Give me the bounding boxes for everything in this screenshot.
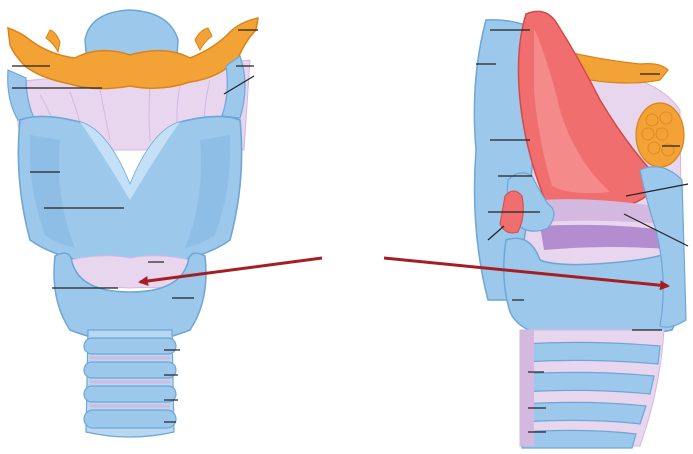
anterior-view [8,10,258,437]
hyoid-greater-horn-left [46,30,60,52]
hyoid-greater-horn-right [195,28,212,50]
fat-body [636,103,684,167]
sagittal-view [474,11,688,448]
tracheal-mucosa-stripe [520,330,534,446]
